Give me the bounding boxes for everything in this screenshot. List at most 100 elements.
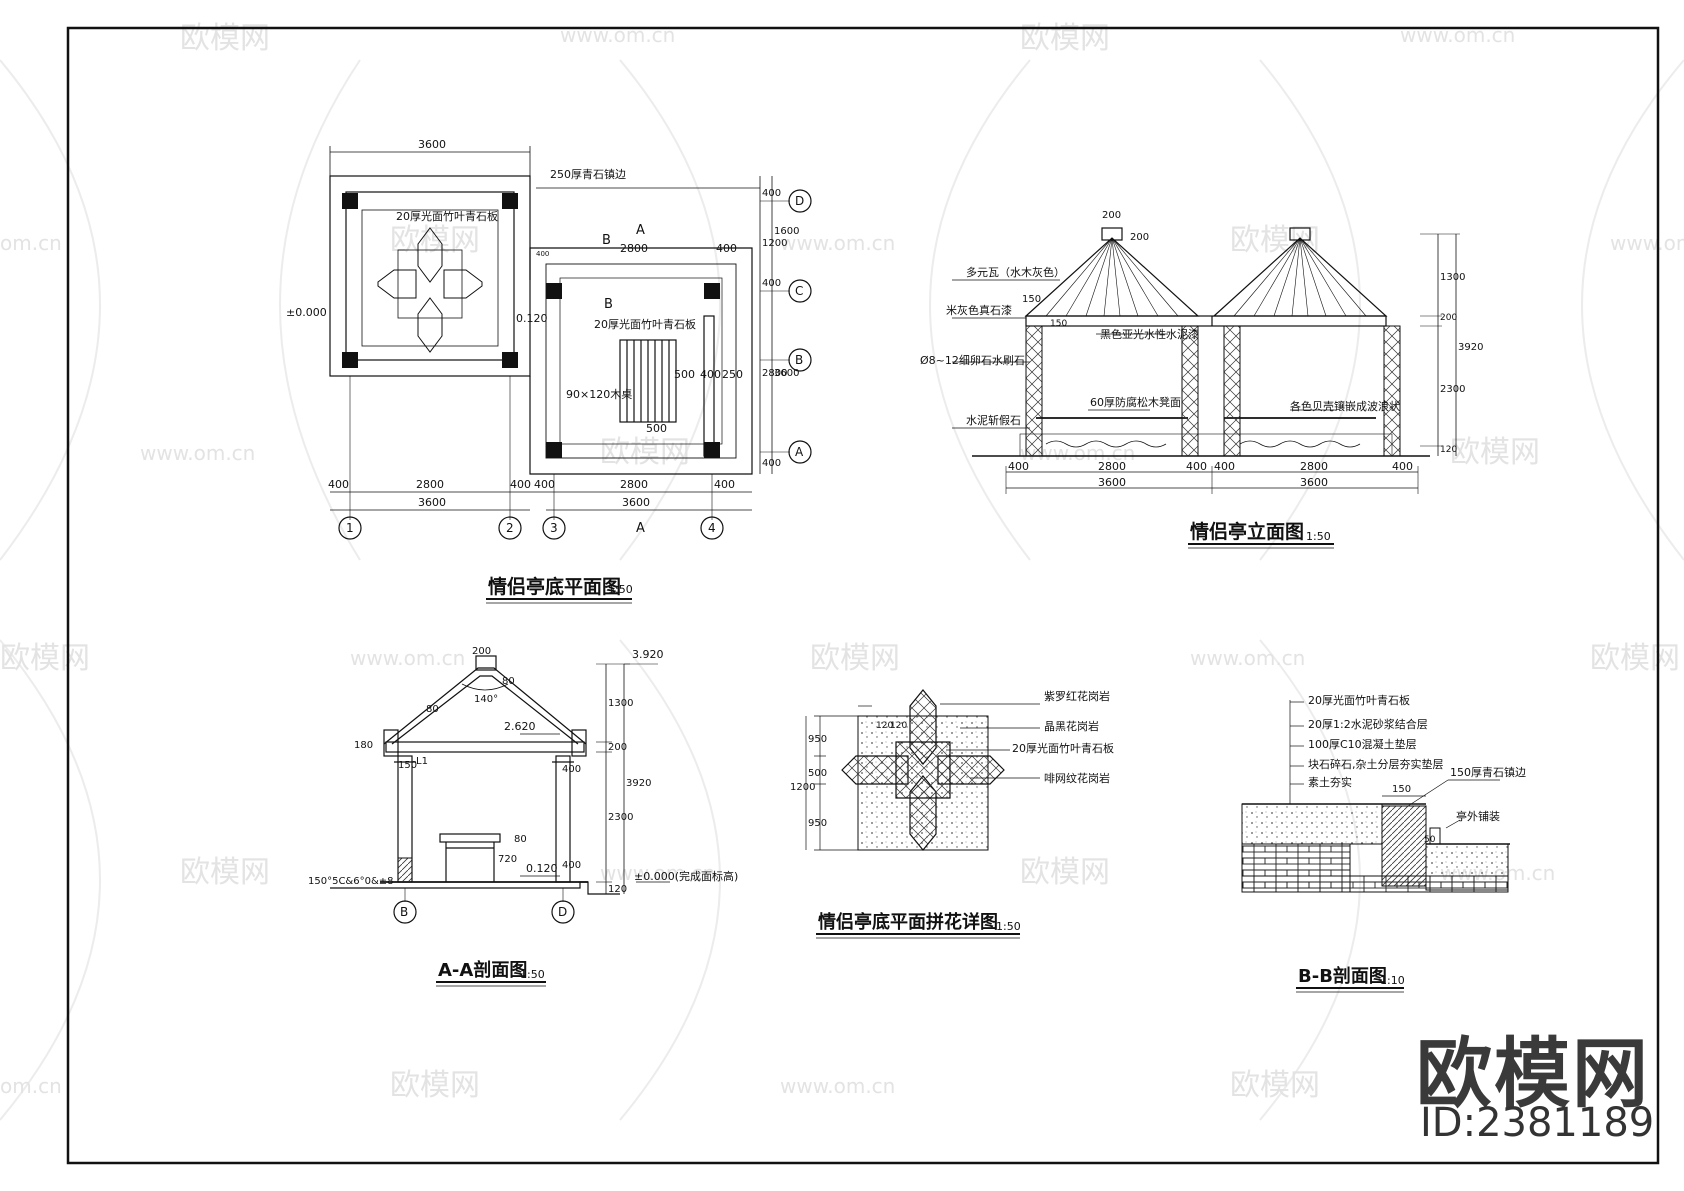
watermark-brand: 欧模网 — [1590, 641, 1680, 676]
section-aa-title-block: A-A剖面图 1:50 — [436, 959, 546, 987]
elev-dim-right: 1300 — [1440, 272, 1465, 283]
brand-id: ID:2381189 — [1420, 1100, 1655, 1146]
aa-elev-top: 3.920 — [632, 648, 664, 661]
elev-dim-top: 200 — [1130, 232, 1149, 243]
plan-dim-400-tiny: 400 — [536, 250, 549, 258]
elevation-view — [952, 227, 1460, 494]
mosaic-title: 情侣亭底平面拼花详图 — [818, 911, 998, 933]
section-bb-title: B-B剖面图 — [1298, 965, 1387, 987]
aa-dim-400a: 400 — [562, 764, 581, 775]
plan-dim-400b: 400 — [700, 368, 721, 381]
watermark-brand: 欧模网 — [1230, 1068, 1320, 1103]
aa-axis: D — [558, 905, 567, 919]
section-aa-scale: 1:50 — [520, 968, 545, 981]
elev-label-paint: 米灰色真石漆 — [946, 303, 1012, 317]
bb-dim-50: 50 — [1424, 835, 1436, 845]
aa-elev-floor: 0.120 — [526, 862, 558, 875]
mosaic-label: 20厚光面竹叶青石板 — [1012, 741, 1114, 755]
plan-label-table: 90×120木桌 — [566, 388, 632, 401]
aa-dim-200: 200 — [472, 646, 491, 657]
plan-right-dim: 400 — [762, 188, 781, 199]
aa-dim-right: 120 — [608, 884, 627, 895]
plan-axis-x: 1 — [346, 521, 354, 535]
plan-scale: 1:50 — [608, 583, 633, 596]
elev-label-cement: 黑色亚光水性水泥漆 — [1100, 327, 1199, 341]
plan-bottom-total: 3600 — [622, 496, 650, 509]
watermark-brand: 欧模网 — [600, 435, 690, 470]
plan-text: 3600 250厚青石镇边 20厚光面竹叶青石板 20厚光面竹叶青石板 90×1… — [286, 138, 804, 536]
elevation-scale: 1:50 — [1306, 530, 1331, 543]
watermark-url: www.om.cn — [600, 861, 715, 885]
aa-axis: B — [400, 905, 408, 919]
plan-label-slab1: 20厚光面竹叶青石板 — [396, 209, 498, 223]
mosaic-view — [805, 689, 1040, 851]
plan-axis-x: 4 — [708, 521, 716, 535]
plan-bottom-dim: 400 — [328, 478, 349, 491]
plan-columns — [342, 193, 720, 458]
elev-dim-total: 3600 — [1098, 476, 1126, 489]
elev-dim-right: 2300 — [1440, 384, 1465, 395]
bb-label: 20厚1:2水泥砂浆结合层 — [1308, 717, 1428, 731]
mosaic-label: 紫罗红花岗岩 — [1044, 689, 1110, 703]
aa-dim-right: 1300 — [608, 698, 633, 709]
aa-dim-right: 2300 — [608, 812, 633, 823]
watermark-url: www.om.cn — [780, 1074, 895, 1098]
elev-dim-right: 120 — [1440, 445, 1457, 455]
watermark-url: www.om.cn — [1610, 231, 1684, 255]
watermark-brand: 欧模网 — [390, 223, 480, 258]
elev-dim-top: 150 — [1050, 319, 1067, 329]
watermark-brand: 欧模网 — [1450, 435, 1540, 470]
section-aa-title: A-A剖面图 — [438, 959, 527, 981]
mosaic-scale: 1:50 — [996, 920, 1021, 933]
plan-bottom-dim: 400 — [714, 478, 735, 491]
mosaic-dim-top: 120 — [890, 721, 907, 731]
plan-axis-y: D — [795, 194, 804, 208]
elevation-text: 多元瓦（水木灰色） 米灰色真石漆 黑色亚光水性水泥漆 Ø8~12细卵石水刷石 6… — [920, 210, 1483, 489]
section-aa-base — [397, 857, 413, 883]
elev-label-shell: 各色贝壳镶嵌成波浪状 — [1290, 399, 1400, 413]
plan-right-dim: 2800 — [762, 368, 787, 379]
mosaic-label: 晶黑花岗岩 — [1044, 719, 1099, 733]
aa-dim-720: 720 — [498, 854, 517, 865]
watermark-url: www.om.cn — [1190, 646, 1305, 670]
elev-dim-right: 3920 — [1458, 342, 1483, 353]
watermark-brand: 欧模网 — [0, 641, 90, 676]
plan-right-dim: 1200 — [762, 238, 787, 249]
bb-label: 素土夯实 — [1308, 775, 1352, 789]
mosaic-dim-inner: 950 — [808, 734, 827, 745]
elev-dim-bottom: 2800 — [1098, 460, 1126, 473]
watermark-url: www.om.cn — [560, 23, 675, 47]
plan-dim-500: 500 — [674, 368, 695, 381]
aa-dim-400b: 400 — [562, 860, 581, 871]
mosaic-dim-inner: 950 — [808, 818, 827, 829]
plan-bottom-dim: 400 — [534, 478, 555, 491]
plan-cut-a1: A — [636, 223, 645, 238]
elev-label-pebble: Ø8~12细卵石水刷石 — [920, 354, 1025, 367]
plan-dim-250: 250 — [722, 368, 743, 381]
elev-dim-bottom: 400 — [1186, 460, 1207, 473]
mosaic-dim-inner: 500 — [808, 768, 827, 779]
mosaic-dim-outer: 1200 — [790, 782, 815, 793]
watermark-brand: 欧模网 — [180, 855, 270, 890]
bb-label: 100厚C10混凝土垫层 — [1308, 737, 1417, 751]
watermark-url-fragment: om.cn — [0, 1074, 62, 1098]
elev-dim-total: 3600 — [1300, 476, 1328, 489]
mosaic-title-block: 情侣亭底平面拼花详图 1:50 — [816, 911, 1021, 939]
watermark-brand: 欧模网 — [810, 641, 900, 676]
watermark-url-fragment: om.cn — [0, 231, 62, 255]
elev-dim-right: 200 — [1440, 313, 1457, 323]
plan-title-block: 情侣亭底平面图 1:50 — [486, 575, 633, 604]
plan-elev-0: ±0.000 — [286, 306, 327, 319]
brand-logo-text: 欧模网 — [1416, 1029, 1650, 1118]
aa-dim-180: 180 — [354, 740, 373, 751]
aa-dim-80b: 80 — [502, 676, 515, 687]
plan-bottom-dim: 400 — [510, 478, 531, 491]
mosaic-label: 啡网纹花岗岩 — [1044, 771, 1110, 785]
bb-edge: 150厚青石镇边 — [1450, 765, 1526, 779]
aa-dim-l1: L1 — [416, 756, 428, 767]
watermark-brand: 欧模网 — [1020, 21, 1110, 56]
elev-dim-bottom: 400 — [1392, 460, 1413, 473]
plan-cut-b1: B — [602, 233, 611, 248]
elev-label-stool: 60厚防腐松木凳面 — [1090, 395, 1181, 409]
aa-dim-80c: 80 — [514, 834, 527, 845]
